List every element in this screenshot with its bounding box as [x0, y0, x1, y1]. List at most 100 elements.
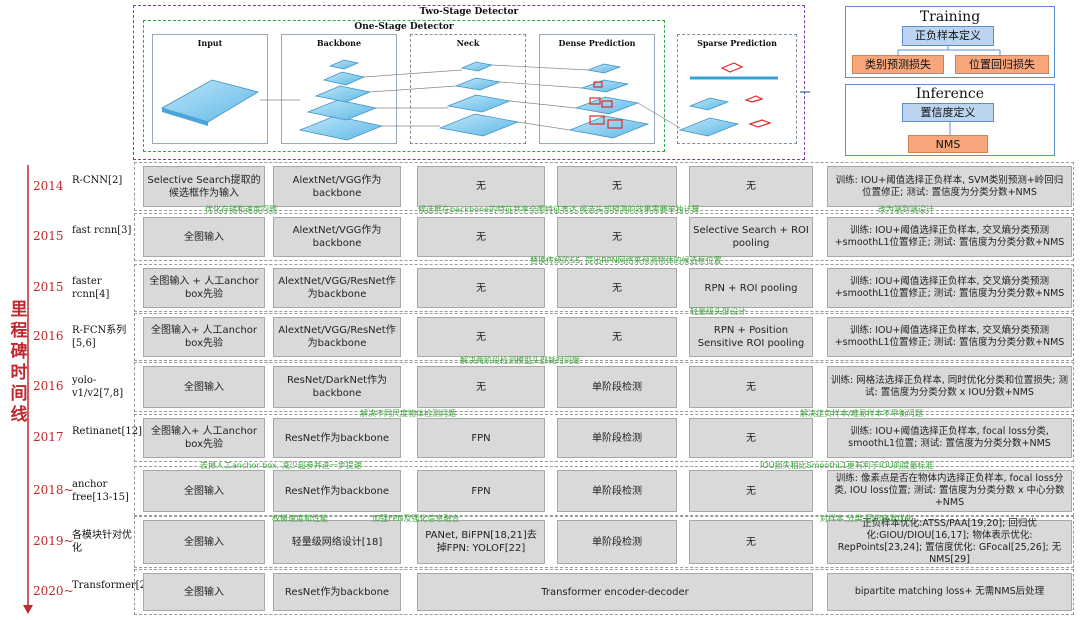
timeline-row — [134, 516, 1074, 568]
two-stage-title: Two-Stage Detector — [419, 7, 519, 17]
row-year: 2017 — [33, 430, 64, 444]
timeline-arrow — [23, 165, 33, 614]
timeline-title: 里程碑时间线 — [10, 300, 28, 425]
one-stage-title: One-Stage Detector — [354, 22, 454, 32]
row-cell: 训练: 像素点是否在物体内选择正负样本, focal loss分类, IOU l… — [827, 470, 1072, 512]
row-cell: 无 — [417, 317, 545, 357]
row-cell: AlextNet/VGG作为backbone — [273, 166, 401, 207]
row-cell: 训练: IOU+阈值选择正负样本, 交叉熵分类预测+smoothL1位置修正; … — [827, 268, 1072, 308]
row-model-name: Retinanet[12] — [72, 426, 142, 437]
row-cell: 全图输入 — [143, 217, 265, 257]
training-reg-loss: 位置回归损失 — [955, 55, 1049, 74]
stage-label: Dense Prediction — [558, 38, 636, 48]
row-cell: Selective Search + ROI pooling — [689, 217, 813, 257]
row-cell: 训练: IOU+阈值选择正负样本, 交叉熵分类预测+smoothL1位置修正; … — [827, 217, 1072, 257]
row-cell: 全图输入 — [143, 573, 265, 611]
row-cell: 单阶段检测 — [557, 366, 677, 408]
row-cell: 无 — [417, 366, 545, 408]
training-sample-definition: 正负样本定义 — [902, 26, 994, 46]
timeline-row — [134, 362, 1074, 412]
row-cell: 训练: 网格法选择正负样本, 同时优化分类和位置损失; 测试: 置信度为分类分数… — [827, 366, 1072, 408]
row-cell: 训练: IOU+阈值选择正负样本, 交叉熵分类预测+smoothL1位置修正; … — [827, 317, 1072, 357]
stage-label: Neck — [456, 38, 480, 48]
row-cell: AlextNet/VGG/ResNet作为backbone — [273, 268, 401, 308]
row-cell: 无 — [689, 166, 813, 207]
row-cell: 训练: IOU+阈值选择正负样本, SVM类别预测+岭回归位置修正; 测试: 置… — [827, 166, 1072, 207]
row-year: 2016 — [33, 379, 64, 393]
row-cell: AlextNet/VGG/ResNet作为backbone — [273, 317, 401, 357]
row-cell: Selective Search提取的候选框作为输入 — [143, 166, 265, 207]
row-cell: ResNet/DarkNet作为backbone — [273, 366, 401, 408]
row-cell: 无 — [689, 520, 813, 564]
row-cell: 全图输入+ 人工anchor box先验 — [143, 317, 265, 357]
row-cell: 全图输入 — [143, 366, 265, 408]
row-cell: 无 — [417, 217, 545, 257]
annotation-note: 替换传统的SS, 提出RPN网络来预测物体的候选框位置 — [530, 256, 722, 265]
annotation-note: 候选框在backbone的特征共享全图特征表达,候选头部预测的效果需要单独计算 — [418, 205, 700, 214]
feature-map-illustration — [160, 59, 810, 141]
row-model-name: faster rcnn[4] — [72, 276, 110, 300]
row-model-name: anchor free[13-15] — [72, 479, 129, 503]
row-cell: ResNet作为backbone — [273, 470, 401, 512]
row-year: 2018~ — [33, 483, 74, 497]
row-cell: 训练: IOU+阈值选择正负样本, focal loss分类, smoothL1… — [827, 418, 1072, 458]
row-year: 2014 — [33, 178, 64, 193]
one-stage-detector-frame — [143, 20, 665, 152]
annotation-note: 加强FPN及强化信息融合 — [372, 514, 460, 523]
row-cell: 全图输入 — [143, 520, 265, 564]
row-cell: 无 — [417, 268, 545, 308]
timeline-row — [134, 162, 1074, 211]
row-cell: 无 — [689, 366, 813, 408]
annotation-note: 轻量级头部设计 — [690, 307, 746, 316]
row-model-name: fast rcnn[3] — [72, 225, 132, 236]
timeline-row — [134, 466, 1074, 516]
row-cell: FPN — [417, 418, 545, 458]
row-cell: 轻量级网络设计[18] — [273, 520, 401, 564]
inference-confidence-definition: 置信度定义 — [902, 103, 994, 122]
timeline-row — [134, 313, 1074, 361]
annotation-note: 权衡速度和性能 — [272, 514, 328, 523]
timeline-row — [134, 414, 1074, 462]
row-cell: Transformer encoder-decoder — [417, 573, 813, 611]
row-cell: FPN — [417, 470, 545, 512]
row-cell: PANet, BiFPN[18,21]去掉FPN: YOLOF[22] — [417, 520, 545, 564]
training-arrows — [897, 46, 1001, 56]
inference-nms: NMS — [908, 135, 988, 153]
annotation-note: 解决不同尺度物体检测问题 — [360, 409, 456, 418]
two-stage-detector-frame — [133, 5, 805, 160]
row-cell: 单阶段检测 — [557, 520, 677, 564]
row-cell: 无 — [417, 166, 545, 207]
row-cell: AlextNet/VGG作为backbone — [273, 217, 401, 257]
row-cell: 全图输入 — [143, 470, 265, 512]
row-cell: 单阶段检测 — [557, 470, 677, 512]
timeline-row — [134, 264, 1074, 312]
row-model-name: Transformer[27,28] — [72, 580, 173, 591]
row-cell: 全图输入 + 人工anchor box先验 — [143, 268, 265, 308]
row-model-name: yolo-v1/v2[7,8] — [72, 375, 124, 399]
annotation-note: 优化存储和速度问题 — [205, 205, 277, 214]
row-model-name: R-FCN系列[5,6] — [72, 325, 127, 349]
row-cell: 无 — [557, 217, 677, 257]
training-title: Training — [919, 9, 981, 25]
annotation-note: IOU损失相比SmoothL1更有利于IOU的度量标准 — [760, 461, 934, 470]
row-cell: 无 — [557, 268, 677, 308]
stage-label: Sparse Prediction — [697, 38, 777, 48]
row-cell: RPN + ROI pooling — [689, 268, 813, 308]
row-cell: 无 — [689, 470, 813, 512]
annotation-note: 解决正负样本/难易样本不平衡问题 — [800, 409, 923, 418]
timeline-title-wrap: 里程碑时间线 — [9, 300, 29, 426]
row-year: 2020~ — [33, 584, 74, 598]
row-year: 2019~ — [33, 534, 74, 548]
row-cell: 全图输入+ 人工anchor box先验 — [143, 418, 265, 458]
row-cell: ResNet作为backbone — [273, 573, 401, 611]
inference-arrow — [949, 122, 951, 135]
row-model-name: 各模块针对优化 — [72, 530, 132, 554]
row-year: 2016 — [33, 329, 64, 343]
annotation-note: 解决两阶段检测模型头部耗时问题 — [460, 356, 580, 365]
row-cell: ResNet作为backbone — [273, 418, 401, 458]
timeline-row — [134, 569, 1074, 615]
row-cell: 无 — [557, 166, 677, 207]
row-model-name: R-CNN[2] — [72, 174, 123, 186]
row-year: 2015 — [33, 229, 64, 243]
row-cell: 无 — [557, 317, 677, 357]
